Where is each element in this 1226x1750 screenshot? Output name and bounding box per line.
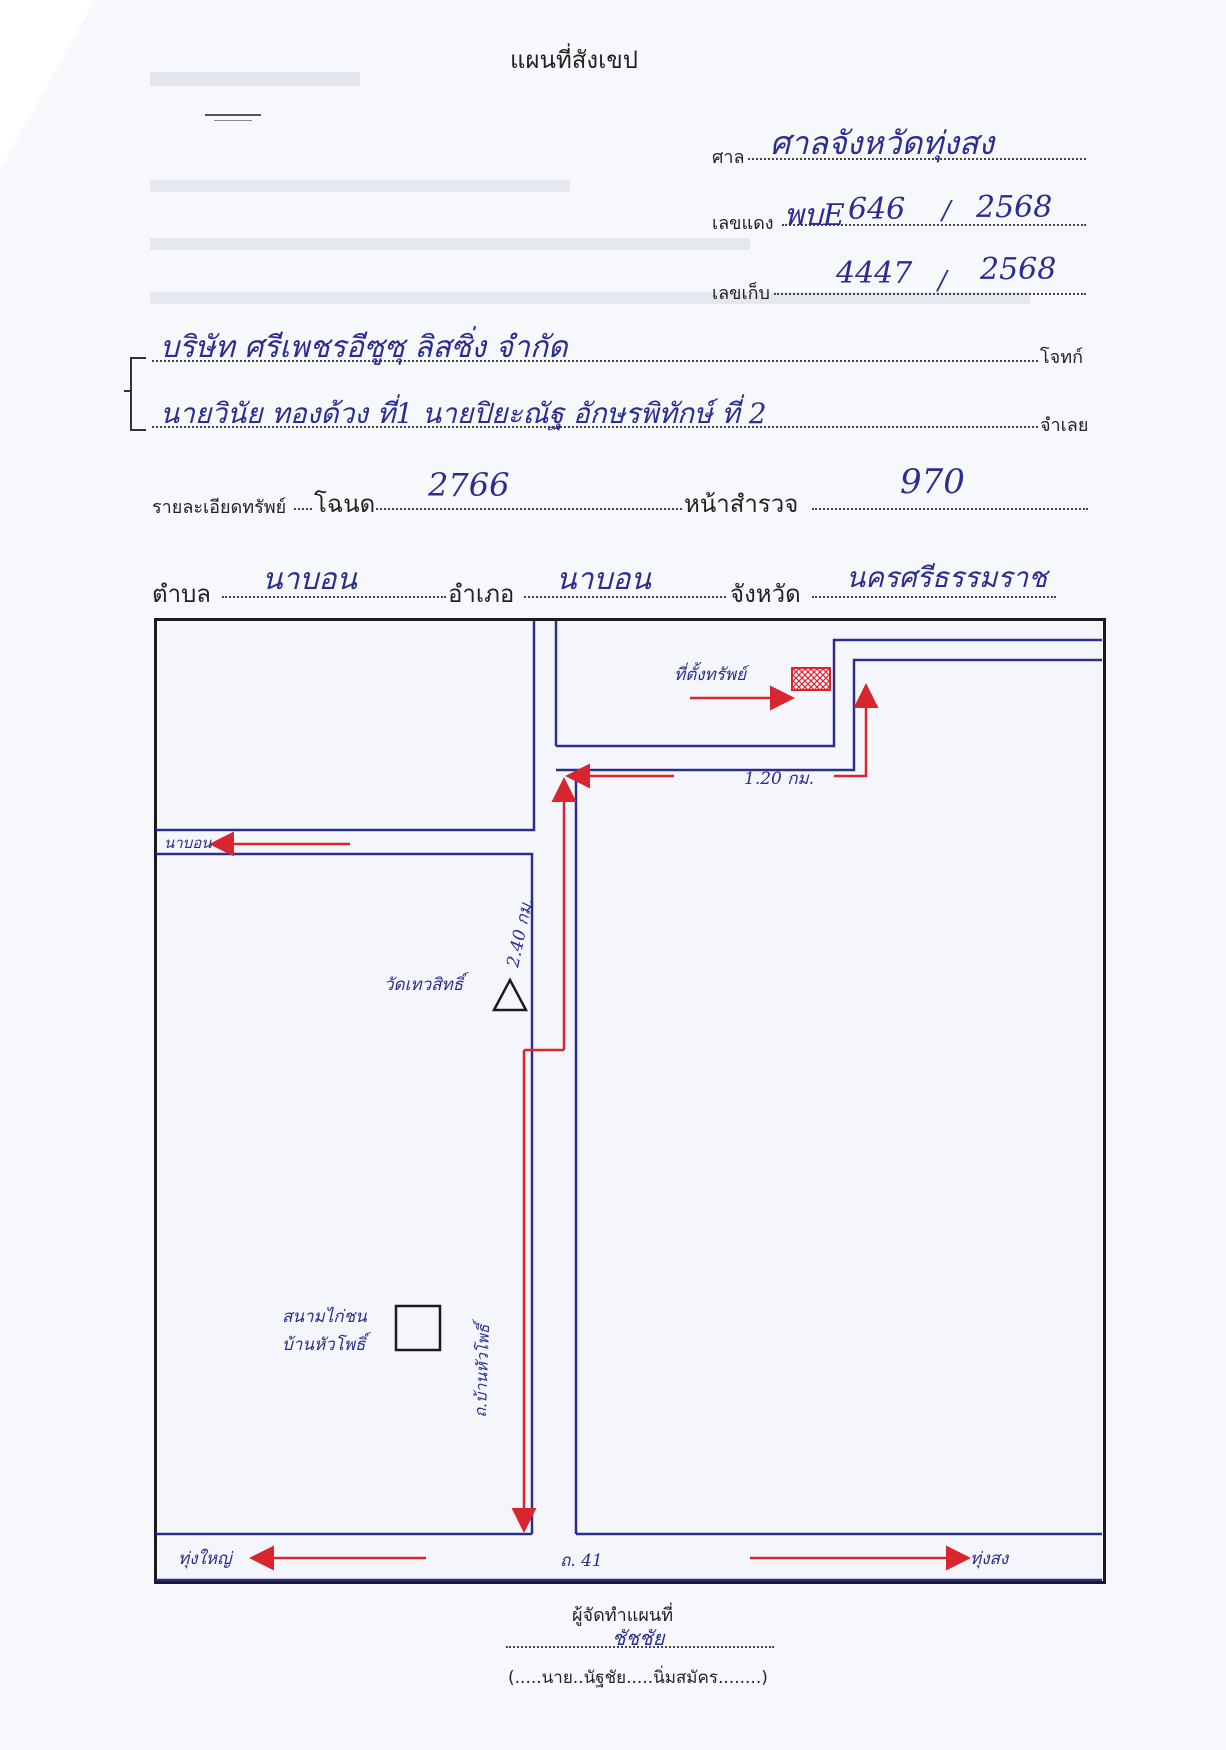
show-through-mark (150, 292, 1030, 304)
map-maker-signature: ชัชชัย (612, 1626, 665, 1650)
red-case-label: เลขแดง (712, 213, 774, 234)
sketch-map: ที่ตั้งทรัพย์ 1.20 กม. 2.40 กม. ถ.บ้านหั… (156, 621, 1102, 1582)
main-road-label: ถ. 41 (560, 1551, 603, 1571)
red-case-dotted-line (782, 224, 1086, 226)
road-lines (156, 621, 1102, 1582)
district-dotted-line (524, 596, 726, 598)
arrow-to-property (834, 683, 879, 778)
show-through-mark (150, 180, 570, 192)
map-frame (154, 618, 1106, 1584)
red-case-prefix: พบE (784, 198, 845, 233)
archive-label: เลขเก็บ (712, 283, 770, 304)
show-through-mark (150, 238, 750, 250)
red-case-slash: / (942, 196, 951, 226)
top-mark (205, 114, 261, 116)
defendant-dotted-line (152, 426, 1038, 428)
archive-number: 4447 (836, 256, 913, 291)
temple-label: วัดเทวสิทธิ์ (384, 972, 469, 995)
local-road-label: ถ.บ้านหัวโพธิ์ (469, 1318, 493, 1418)
detail-dotted-line (294, 508, 312, 510)
party-bracket (130, 357, 146, 431)
survey-label: หน้าสำรวจ (684, 490, 799, 518)
show-through-mark (150, 72, 360, 86)
property-marker-icon (791, 667, 831, 691)
page-title: แผนที่สังเขป (510, 46, 638, 74)
red-case-year: 2568 (976, 190, 1053, 225)
distance-1-label: 1.20 กม. (744, 769, 814, 789)
defendant-value: นายวินัย ทองด้วง ที่1 นายปิยะณัฐ อักษรพิ… (160, 397, 767, 430)
property-location-label: ที่ตั้งทรัพย์ (674, 661, 750, 685)
archive-dotted-line (774, 293, 1086, 295)
province-label: จังหวัด (730, 580, 801, 608)
plaintiff-dotted-line (152, 360, 1038, 362)
province-value: นครศรีธรรมราช (846, 561, 1048, 594)
subdistrict-dotted-line (222, 596, 446, 598)
archive-slash: / (938, 266, 947, 296)
cockpit-label-2: บ้านหัวโพธิ์ (282, 1332, 371, 1355)
subdistrict-value: นาบอน (262, 562, 357, 597)
court-dotted-line (748, 158, 1086, 160)
district-label: อำเภอ (448, 580, 515, 608)
court-label: ศาล (712, 147, 745, 168)
plaintiff-value: บริษัท ศรีเพชรอีซูซุ ลิสซิ่ง จำกัด (160, 330, 568, 365)
top-mark (214, 120, 252, 121)
to-thungsong-label: ทุ่งสง (970, 1549, 1010, 1569)
red-case-number: 646 (848, 192, 906, 227)
party-bracket-tip (124, 390, 132, 392)
temple-triangle-icon (491, 977, 529, 1012)
cockpit-label-1: สนามไก่ชน (282, 1306, 367, 1327)
property-detail-label: รายละเอียดทรัพย์ (152, 497, 287, 518)
subdistrict-label: ตำบล (152, 580, 212, 608)
map-maker-label: ผู้จัดทำแผนที่ (572, 1605, 674, 1626)
survey-value: 970 (900, 462, 965, 502)
deed-value: 2766 (428, 466, 510, 504)
deed-dotted-line (376, 508, 682, 510)
signature-dotted-line (506, 1646, 774, 1648)
to-thungyai-label: ทุ่งใหญ่ (178, 1548, 233, 1569)
deed-label: โฉนด (314, 490, 376, 518)
archive-year: 2568 (980, 252, 1057, 287)
defendant-label: จำเลย (1040, 415, 1089, 436)
folded-corner (0, 0, 95, 170)
province-dotted-line (812, 596, 1056, 598)
cockpit-square-icon (394, 1304, 442, 1352)
court-value: ศาลจังหวัดทุ่งสง (770, 124, 994, 162)
district-value: นาบอน (556, 562, 651, 597)
map-maker-name: (.....นาย..นัฐชัย.....นิ่มสมัคร........) (508, 1668, 768, 1688)
to-nabon-label: นาบอน (164, 834, 212, 852)
survey-dotted-line (812, 508, 1088, 510)
plaintiff-label: โจทก์ (1040, 347, 1083, 368)
